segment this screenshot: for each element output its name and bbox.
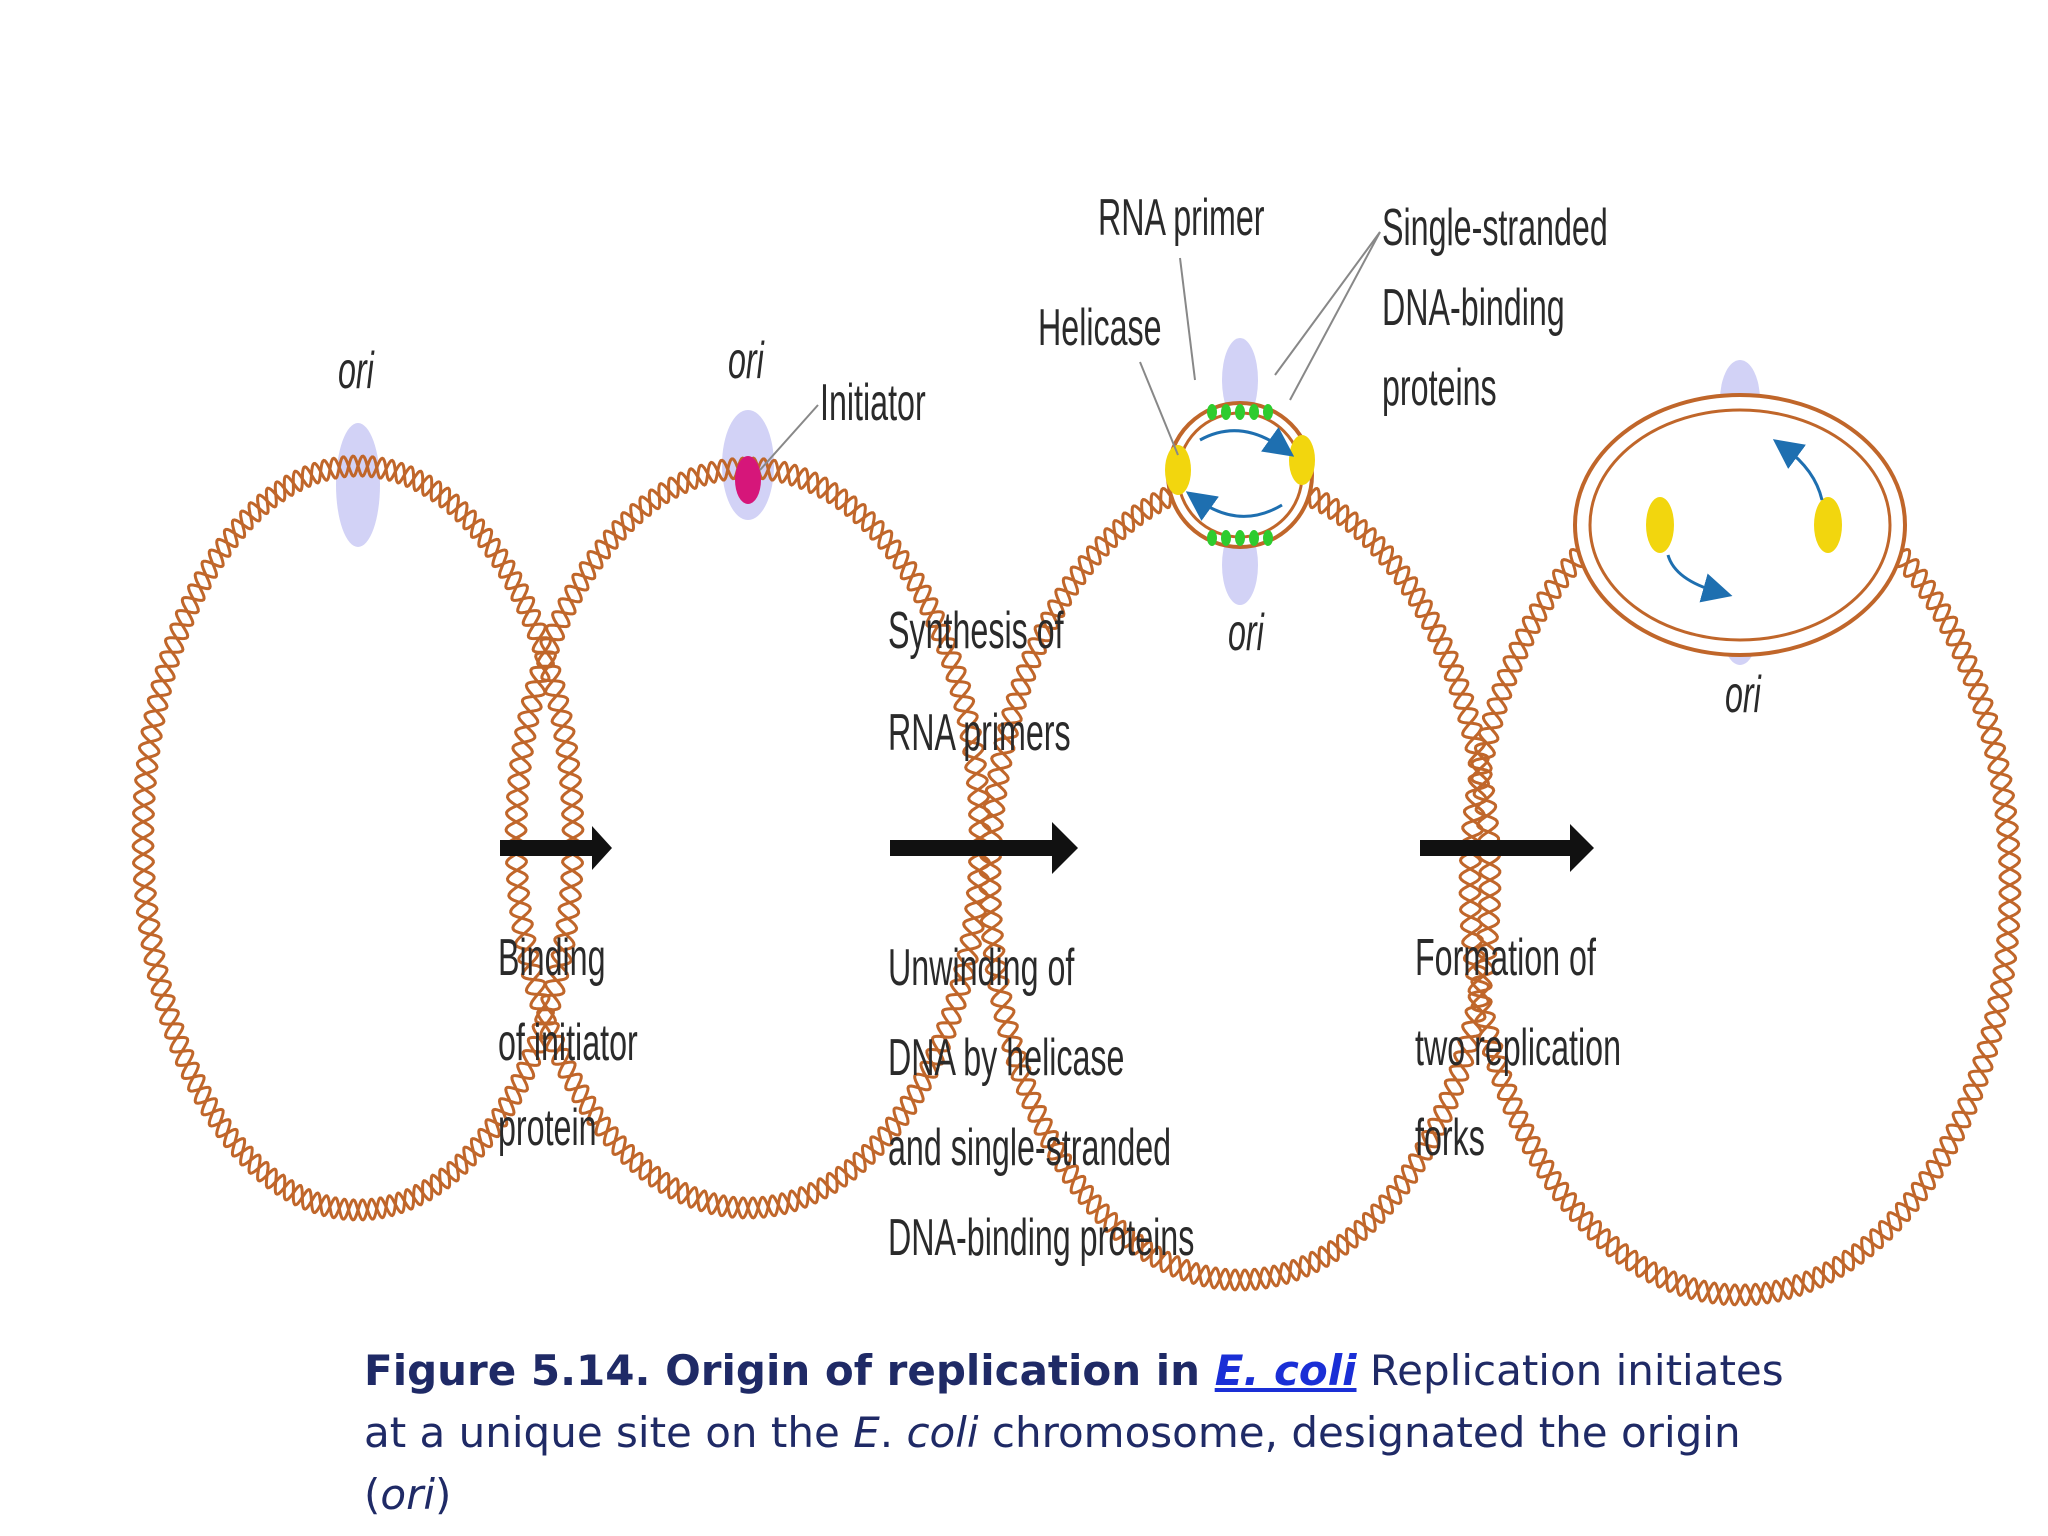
label-ssb-line3: proteins: [1382, 359, 1497, 417]
replication-bubble-inner-4: [1588, 408, 1892, 642]
ssb-protein: [1221, 530, 1231, 546]
ori-highlight-1: [336, 423, 380, 547]
caption-ori: ori: [380, 1470, 436, 1519]
ssb-protein: [1263, 530, 1273, 546]
label-ori-4: ori: [1725, 666, 1762, 724]
rna-primer-bottom: [1185, 491, 1283, 521]
step1-line3: protein: [498, 1099, 597, 1157]
step1-line1: Binding: [498, 929, 606, 987]
ssb-protein: [1207, 404, 1217, 420]
caption-dot: .: [879, 1408, 907, 1457]
arrow-step-1: [500, 826, 612, 870]
ssb-protein: [1249, 404, 1259, 420]
ssb-proteins-bottom: [1207, 530, 1273, 546]
ssb-protein: [1221, 404, 1231, 420]
caption-prefix: Figure 5.14. Origin of replication in: [364, 1346, 1215, 1395]
initiator-protein: [735, 456, 761, 504]
ssb-proteins-top: [1207, 404, 1273, 420]
ssb-pointer-2: [1289, 231, 1381, 401]
step2-bottom-line2: DNA by helicase: [888, 1029, 1124, 1087]
dna-circle-3b: [978, 468, 1502, 1292]
step3-line3: forks: [1415, 1109, 1485, 1167]
figure-caption: Figure 5.14. Origin of replication in E.…: [364, 1340, 1824, 1526]
step2-bottom-line4: DNA-binding proteins: [888, 1209, 1194, 1267]
dna-circle-2b: [504, 456, 992, 1220]
helicase-pointer: [1139, 361, 1179, 456]
step2-bottom-line3: and single-stranded: [888, 1119, 1171, 1177]
ssb-protein: [1235, 404, 1245, 420]
ori-highlight-3a: [1222, 338, 1258, 422]
step3-line1: Formation of: [1415, 929, 1597, 987]
caption-text2: chromosome, designated the origin (: [364, 1408, 1741, 1519]
label-ssb-line1: Single-stranded: [1382, 199, 1608, 257]
caption-species-e: E: [853, 1408, 880, 1457]
helicase-left-3: [1165, 445, 1191, 495]
label-initiator: Initiator: [820, 374, 926, 432]
arrow-step-2: [890, 822, 1078, 874]
helicase-left-4: [1646, 497, 1674, 553]
leading-strand-right-4: [1772, 439, 1824, 501]
caption-organism-link[interactable]: E. coli: [1214, 1346, 1357, 1395]
helicase-right-4: [1814, 497, 1842, 553]
ssb-protein: [1235, 530, 1245, 546]
stage-3-chromosome: [978, 231, 1502, 1292]
label-rna-primer: RNA primer: [1098, 189, 1265, 247]
label-ssb-line2: DNA-binding: [1382, 279, 1565, 337]
step2-top-line2: RNA primers: [888, 704, 1071, 762]
ssb-protein: [1249, 530, 1259, 546]
ssb-protein: [1263, 404, 1273, 420]
dna-circle-4b: [1458, 463, 2022, 1307]
step2-top-line1: Synthesis of: [888, 602, 1064, 660]
initiator-pointer: [759, 404, 819, 471]
rna-primer-top: [1199, 427, 1295, 457]
helicase-right-3: [1289, 435, 1315, 485]
caption-species-coli: coli: [906, 1408, 979, 1457]
stage-2-chromosome: [504, 404, 992, 1220]
step1-line2: of initiator: [498, 1014, 638, 1072]
label-ori-2: ori: [728, 332, 765, 390]
caption-close: ): [435, 1470, 452, 1519]
leading-strand-left-4: [1666, 554, 1733, 603]
label-ori-1: ori: [338, 342, 375, 400]
label-ori-3: ori: [1228, 604, 1265, 662]
step2-bottom-line1: Unwinding of: [888, 939, 1075, 997]
rna-primer-pointer: [1179, 257, 1196, 381]
arrow-step-3: [1420, 824, 1594, 872]
caption-text1: Replication initiates at a unique site o…: [364, 1346, 1784, 1457]
stage-4-chromosome: [1458, 360, 2022, 1307]
step3-line2: two replication: [1415, 1019, 1621, 1077]
ssb-protein: [1207, 530, 1217, 546]
replication-bubble-outer-4: [1573, 393, 1907, 657]
ssb-pointer-1: [1274, 231, 1381, 376]
label-helicase: Helicase: [1038, 299, 1162, 357]
